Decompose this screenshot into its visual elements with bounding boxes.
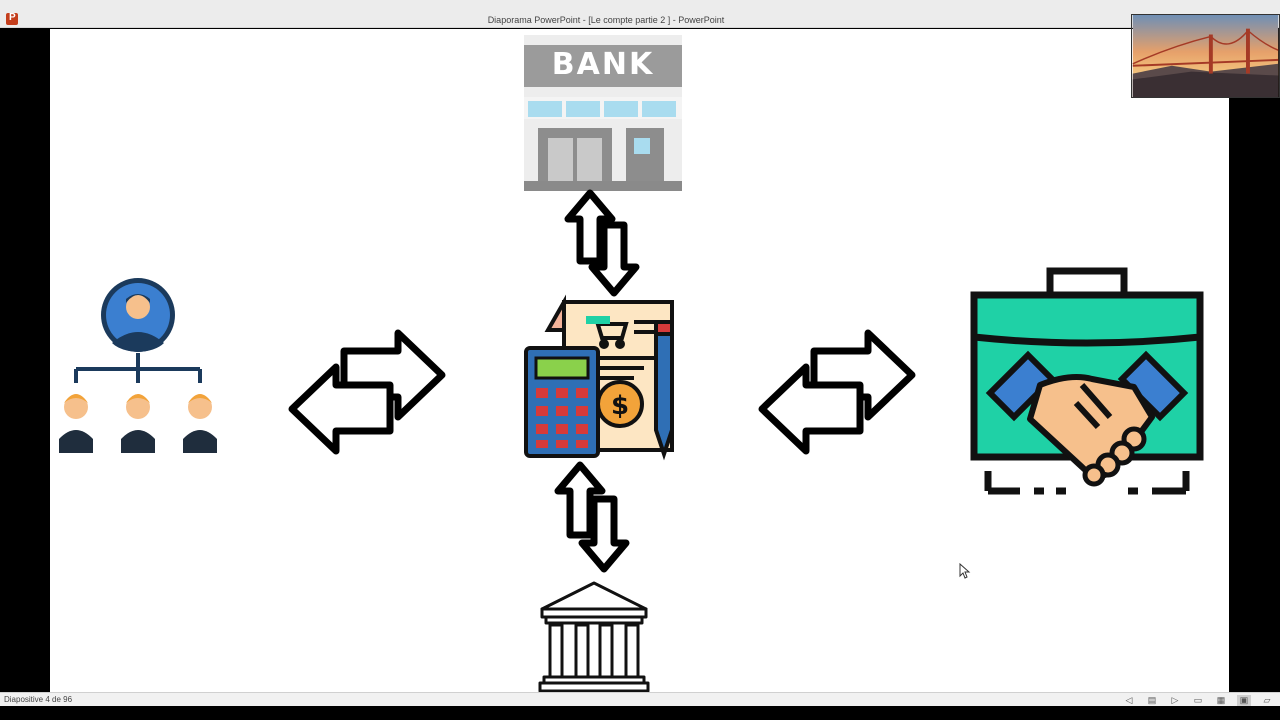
window-title: Diaporama PowerPoint - [Le compte partie… [487,15,725,25]
normal-view-icon[interactable]: ▭ [1193,694,1203,705]
svg-text:$: $ [611,391,629,421]
bank-building-icon [524,35,682,191]
bottom-letterbox [0,706,1280,720]
previous-slide-icon[interactable]: ◁ [1125,694,1133,705]
slide-sorter-icon[interactable]: ▤ [1147,694,1157,705]
next-slide-icon[interactable]: ▷ [1171,694,1179,705]
grid-view-icon[interactable]: ▦ [1216,694,1226,705]
double-arrow-horizontal-icon [288,329,446,455]
bank-sign-text: BANK [551,47,655,82]
double-arrow-vertical-icon [564,189,640,297]
powerpoint-logo-icon [6,12,18,25]
calculator-invoice-pen-icon: $ [524,294,674,461]
mouse-cursor-icon [959,563,971,579]
briefcase-handshake-icon [970,267,1204,495]
slide-canvas[interactable]: BANK [50,29,1229,692]
title-bar: Diaporama PowerPoint - [Le compte partie… [0,0,1280,28]
government-building-icon [538,581,650,692]
letterbox-left [0,29,50,692]
status-bar-controls: ◁ ▤ ▷ ▭ ▦ ▣ ▱ [1122,694,1274,706]
slideshow-icon[interactable]: ▱ [1263,694,1271,705]
letterbox-right [1229,98,1280,692]
webcam-overlay [1131,14,1280,98]
reading-view-icon[interactable]: ▣ [1237,694,1251,706]
double-arrow-vertical-icon [554,461,630,573]
slide-counter: Diapositive 4 de 96 [4,695,73,704]
status-bar: Diapositive 4 de 96 ◁ ▤ ▷ ▭ ▦ ▣ ▱ [0,692,1280,706]
people-hierarchy-icon [59,278,217,453]
double-arrow-horizontal-icon [758,329,916,455]
